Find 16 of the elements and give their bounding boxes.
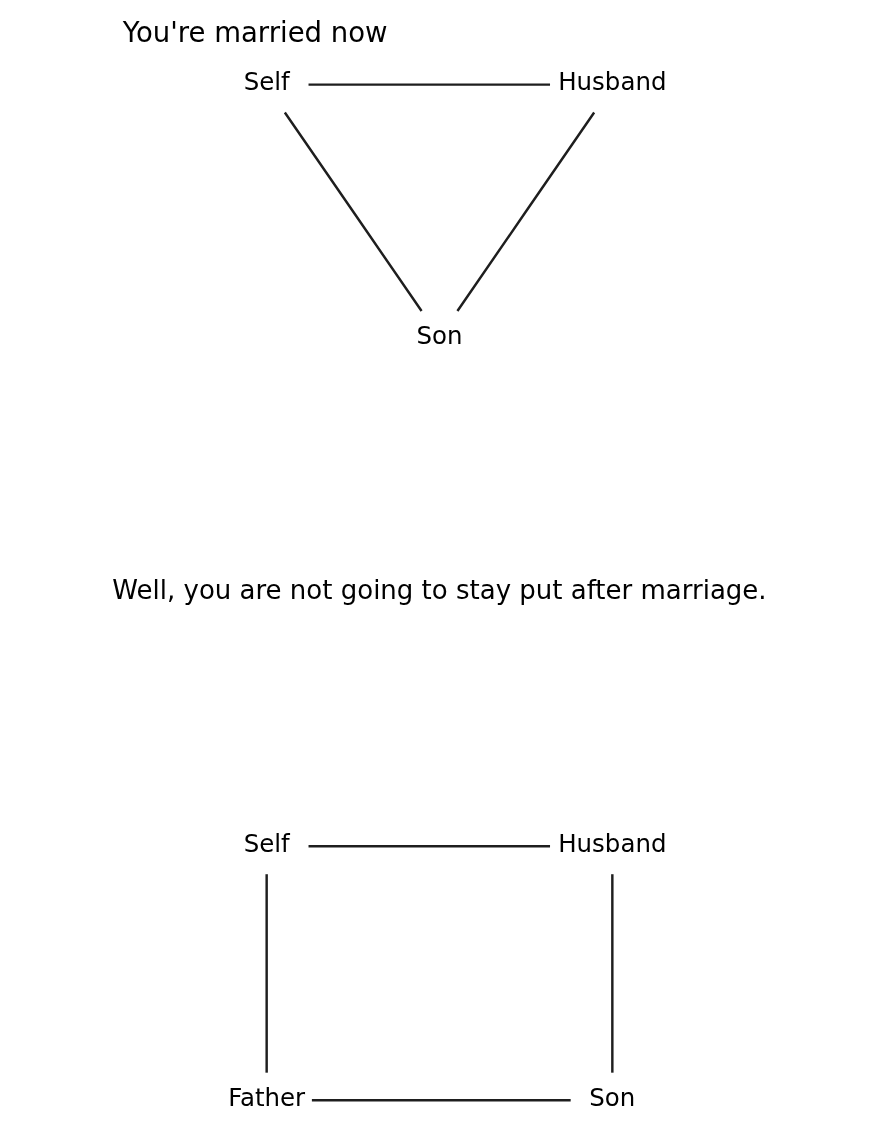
connector xyxy=(308,83,550,86)
node-text: Son xyxy=(415,321,463,351)
connector xyxy=(311,1099,571,1102)
connector xyxy=(264,874,268,1073)
node-text: Son xyxy=(588,1083,635,1113)
node-text: Self xyxy=(243,67,290,97)
connector xyxy=(455,111,595,312)
node-text: Husband xyxy=(557,67,666,97)
label: Well, you are not going to stay put after marriage. xyxy=(111,574,767,605)
connector xyxy=(308,845,550,848)
node-text: Self xyxy=(243,829,290,859)
node-text: Father xyxy=(227,1083,305,1113)
connector xyxy=(610,874,614,1073)
node-text: Husband xyxy=(557,829,666,859)
diagram-title: You're married now xyxy=(122,16,388,49)
connector xyxy=(283,111,423,312)
